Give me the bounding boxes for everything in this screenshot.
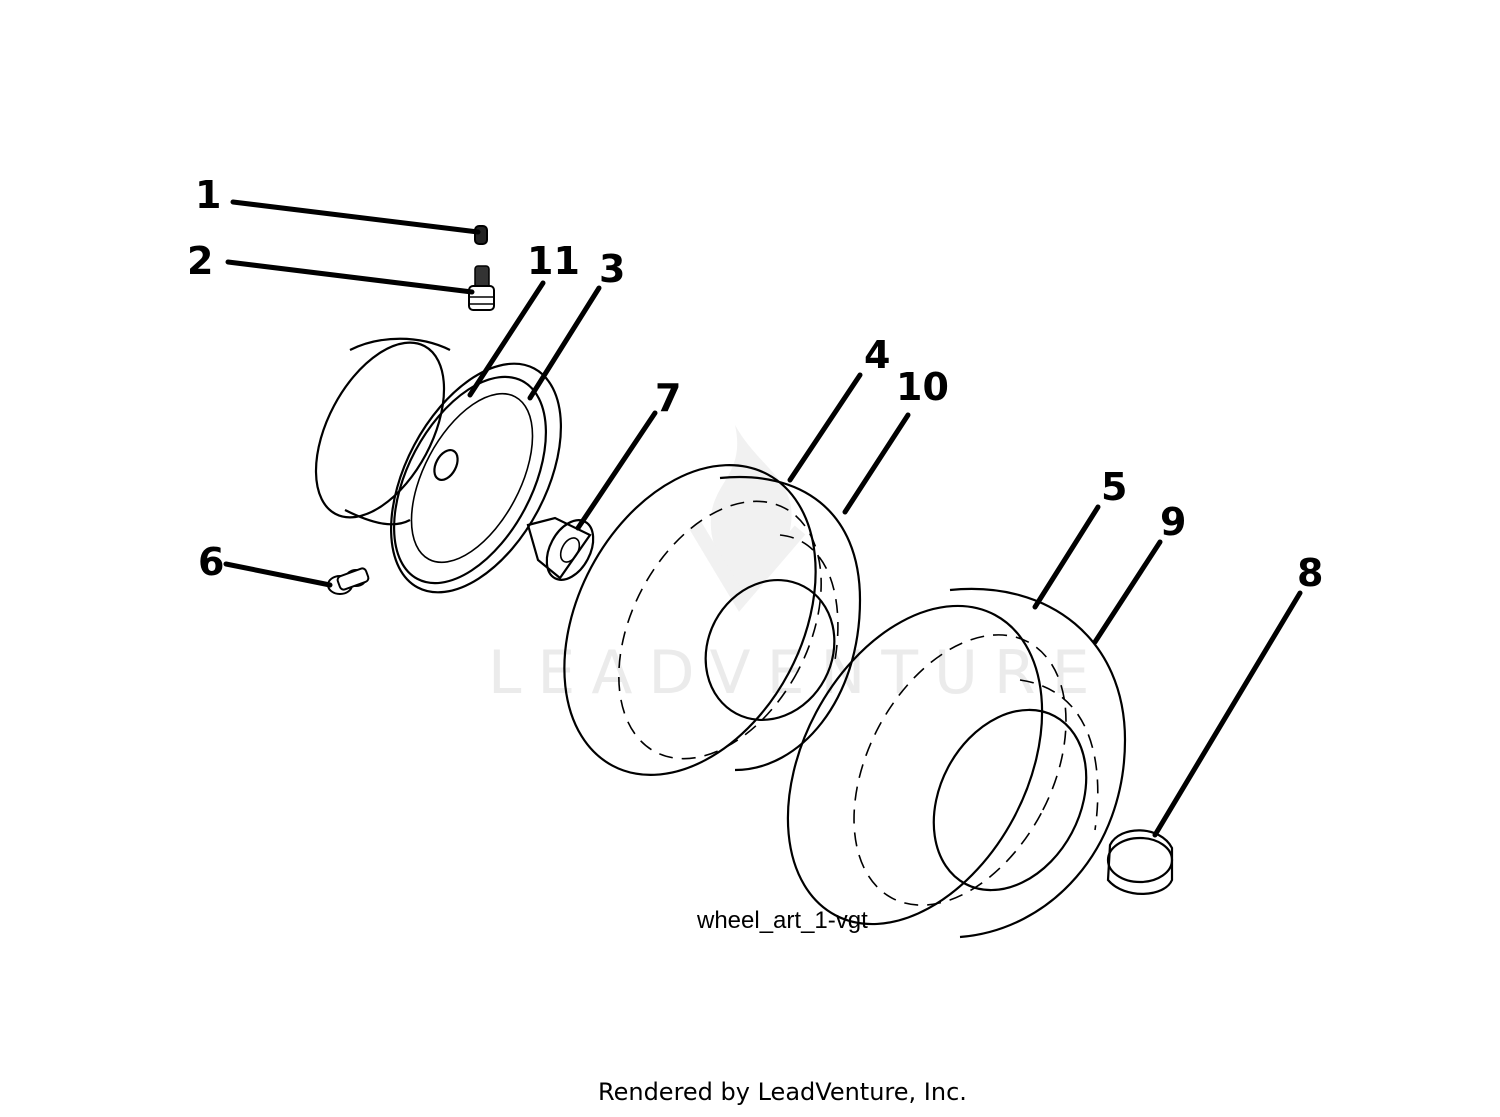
rendered-by-footer: Rendered by LeadVenture, Inc.: [598, 1078, 967, 1106]
part-6-bolt: [327, 567, 370, 595]
part-9-tire-tread: [1019, 679, 1099, 831]
leader-11: [467, 280, 546, 398]
part-1-valve-cap: [474, 225, 488, 245]
part-7-bushing: [526, 516, 595, 581]
leader-10: [842, 412, 911, 515]
part-8-hub-cap: [1106, 829, 1174, 895]
leader-9: [1092, 539, 1163, 645]
v-logo-icon: [688, 521, 806, 612]
art-id-label: wheel_art_1-vgt: [696, 907, 868, 934]
callout-6: 6: [198, 540, 224, 584]
leader-7: [575, 410, 658, 531]
callout-3: 3: [599, 247, 625, 291]
leader-3: [527, 285, 602, 401]
callout-9: 9: [1160, 500, 1186, 544]
leader-1: [230, 199, 481, 235]
leader-lines: [223, 199, 1303, 838]
callout-2: 2: [187, 239, 213, 283]
part-11-rim: [314, 337, 548, 585]
part-4-tire: [563, 464, 862, 776]
callout-5: 5: [1101, 465, 1127, 509]
leader-8: [1152, 590, 1303, 838]
part-5-tire: [786, 587, 1127, 939]
part-2-valve-stem: [468, 265, 495, 311]
callout-8: 8: [1297, 551, 1323, 595]
leader-4: [787, 372, 863, 483]
callout-7: 7: [655, 376, 681, 420]
callout-10: 10: [896, 365, 949, 409]
part-3-rim-band: [389, 362, 563, 594]
callout-1: 1: [195, 173, 221, 217]
callout-numbers: 1 2 11 3 7 4 10 5 9 6 8: [187, 173, 1323, 595]
leader-5: [1032, 504, 1101, 610]
leader-2: [225, 259, 475, 295]
callout-4: 4: [864, 333, 890, 377]
callout-11: 11: [527, 239, 580, 283]
leader-6: [223, 561, 333, 588]
